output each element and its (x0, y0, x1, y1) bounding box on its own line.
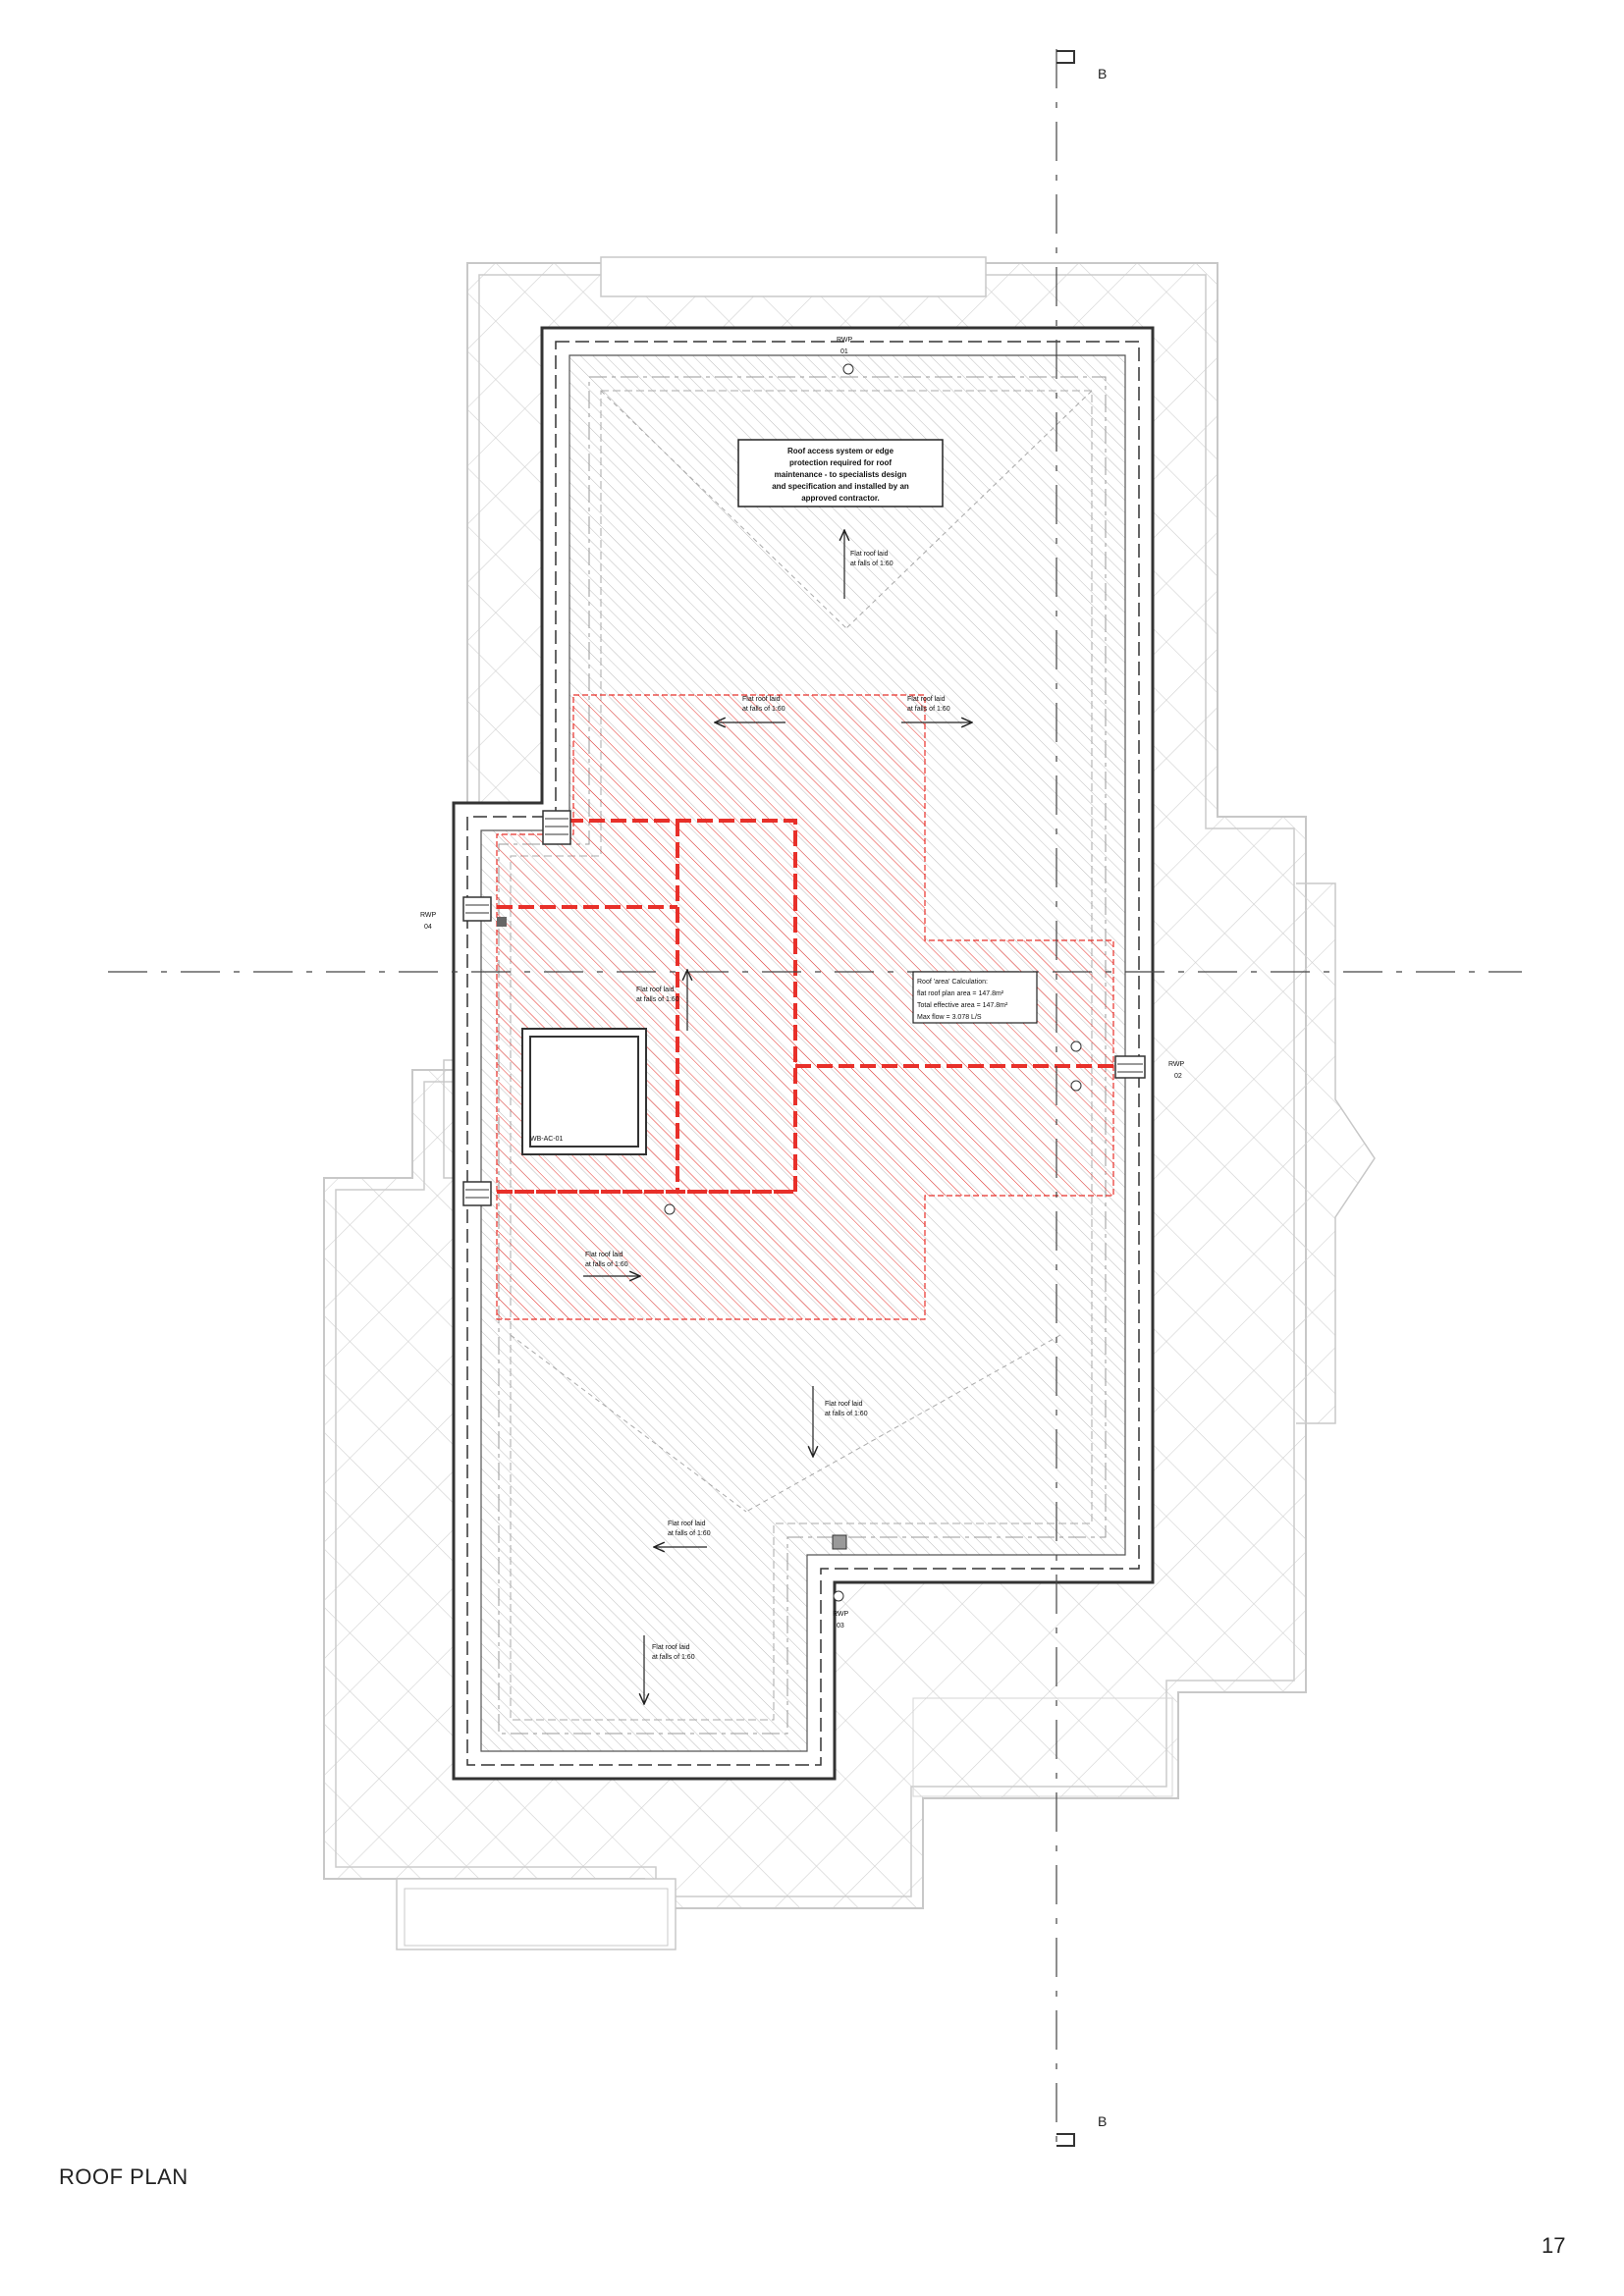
page-number: 17 (1542, 2233, 1566, 2258)
note-line-4: and specification and installed by an (772, 482, 909, 491)
fall-2-line1: Flat roof laid (742, 696, 781, 703)
fall-8-line2: at falls of 1:60 (652, 1654, 695, 1661)
calc-line-3: Total effective area = 147.8m² (917, 1002, 1008, 1009)
rooflight-label: WB-AC-01 (530, 1136, 564, 1143)
rwp-04-line2: 04 (424, 924, 432, 931)
fall-8-line1: Flat roof laid (652, 1644, 690, 1651)
roof-access-note: Roof access system or edge protection re… (737, 439, 944, 507)
section-mark-bottom: B (1098, 2113, 1107, 2129)
fall-5-line2: at falls of 1:60 (585, 1261, 628, 1268)
fall-2-line2: at falls of 1:60 (742, 706, 785, 713)
red-zone (496, 694, 1114, 1320)
fall-6-line1: Flat roof laid (825, 1401, 863, 1408)
fall-7-line1: Flat roof laid (668, 1521, 706, 1527)
calc-line-4: Max flow = 3.078 L/S (917, 1014, 982, 1021)
rwp-04-line1: RWP (420, 912, 437, 919)
section-mark-top: B (1098, 66, 1107, 81)
note-line-2: protection required for roof (789, 458, 892, 467)
rwp-labels: RWP 01 RWP 02 RWP 03 RWP 04 (420, 337, 1185, 1629)
fall-5-line1: Flat roof laid (585, 1252, 623, 1258)
fall-6-line2: at falls of 1:60 (825, 1411, 868, 1417)
rwp-03-line2: 03 (837, 1623, 844, 1629)
rwp-01-line2: 01 (840, 348, 848, 355)
fall-1-line2: at falls of 1:60 (850, 561, 893, 567)
rwp-01-line1: RWP (837, 337, 853, 344)
rwp-03-line1: RWP (833, 1611, 849, 1618)
sheet-title: ROOF PLAN (59, 2164, 189, 2189)
fall-4-line2: at falls of 1:60 (636, 996, 679, 1003)
fall-annotations: Flat roof laid at falls of 1:60 Flat roo… (583, 530, 972, 1704)
rwp-02-line1: RWP (1168, 1061, 1185, 1068)
calc-line-2: flat roof plan area = 147.8m² (917, 990, 1004, 997)
rwp-02-line2: 02 (1174, 1073, 1182, 1080)
fall-3-line2: at falls of 1:60 (907, 706, 950, 713)
rooflight: WB-AC-01 (521, 1028, 647, 1155)
fall-4-line1: Flat roof laid (636, 987, 675, 993)
calc-line-1: Roof 'area' Calculation: (917, 979, 988, 986)
note-line-5: approved contractor. (801, 494, 880, 503)
fall-7-line2: at falls of 1:60 (668, 1530, 711, 1537)
rainwater-outlets (462, 363, 1146, 1602)
section-lines: B B (108, 49, 1522, 2150)
fall-3-line1: Flat roof laid (907, 696, 946, 703)
note-line-3: maintenance - to specialists design (775, 470, 907, 479)
area-calculation-note: Roof 'area' Calculation: flat roof plan … (912, 971, 1038, 1024)
note-line-1: Roof access system or edge (787, 447, 894, 455)
fall-1-line1: Flat roof laid (850, 551, 889, 558)
